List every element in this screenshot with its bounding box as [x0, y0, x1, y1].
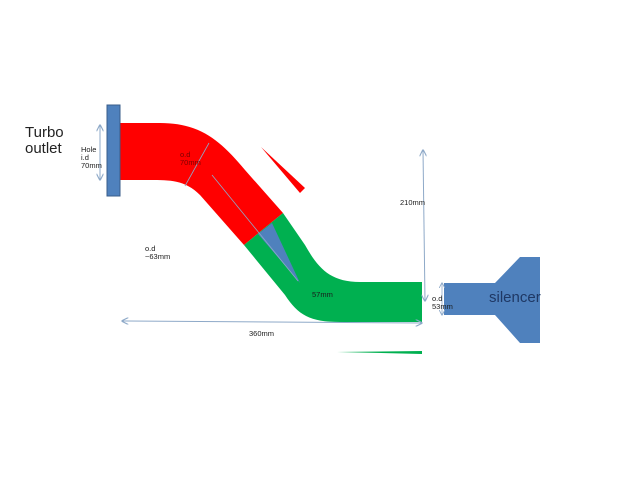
w-360-label: 360mm [249, 329, 275, 338]
red-pipe-section [120, 123, 283, 245]
od-63-label: o.d~63mm [145, 245, 170, 261]
turbo-outlet-line2: outlet [25, 139, 62, 157]
length-360-arrow [122, 321, 422, 323]
od-70-line2: 70mm [180, 157, 201, 167]
turbo-outlet-line1: Turbo [25, 124, 64, 141]
silencer [444, 257, 540, 343]
silencer-label: silencer [489, 289, 541, 306]
green-sliver [337, 351, 422, 354]
h-210-label: 210mm [400, 198, 426, 207]
green-pipe-section [244, 213, 422, 322]
height-210-arrow [423, 150, 425, 301]
hole-id-line2: i.d [81, 152, 89, 162]
hole-id-line3: 70mm [81, 160, 102, 170]
od-53-line1: o.d [432, 294, 443, 303]
turbo-flange [106, 104, 121, 197]
od-53-line2: 53mm [432, 301, 453, 311]
od-70-line1: o.d [180, 150, 191, 159]
hole-id-line1: Hole [81, 145, 97, 154]
od-63-line2: ~63mm [145, 251, 171, 261]
d-57-label: 57mm [312, 290, 333, 299]
od-63-line1: o.d [145, 244, 156, 253]
red-sliver [261, 147, 305, 193]
centerline [211, 174, 299, 282]
blue-wedge [258, 223, 300, 283]
od-70-arrow [184, 142, 210, 187]
